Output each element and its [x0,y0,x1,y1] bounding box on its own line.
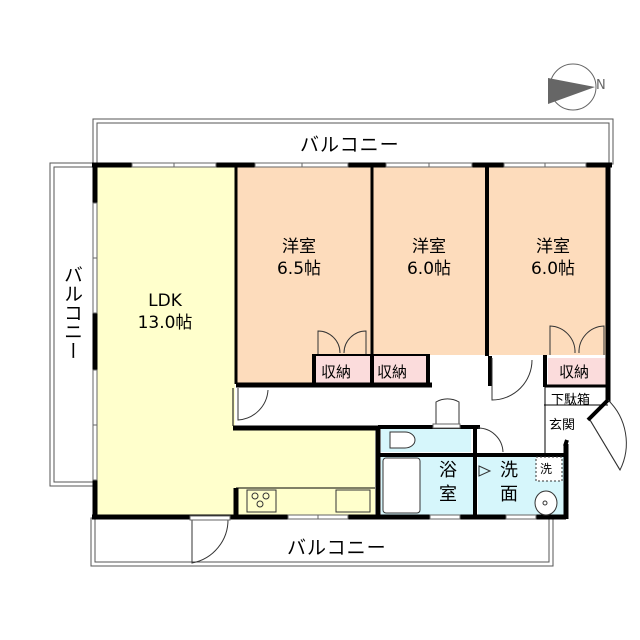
washroom-label-line1: 洗 [500,460,518,481]
washbasin-icon [534,490,558,516]
ldk-label: LDK 13.0帖 [120,290,210,334]
balcony-bottom [90,517,554,567]
western-room-2-name: 洋室 [412,237,446,257]
balcony-left-label: バルコニー [61,265,83,360]
western-room-3 [488,165,608,355]
bath-label: 浴 室 [439,459,457,507]
western-room-3-name: 洋室 [536,237,570,257]
shoe-box-label: 下駄箱 [551,393,591,408]
bath-label-line1: 浴 [439,460,457,481]
balcony-left [49,162,96,487]
western-room-3-label: 洋室 6.0帖 [508,236,598,280]
storage-1 [316,356,370,384]
washer-icon [535,456,563,482]
entrance-label: 玄関 [549,418,576,433]
compass-north-label: N [596,78,606,93]
bath-label-line2: 室 [439,484,457,505]
western-room-1-label: 洋室 6.5帖 [254,236,344,280]
western-room-1 [236,165,371,384]
storage-3-label: 収納 [559,363,590,381]
washroom-label: 洗 面 [500,459,518,507]
balcony-bottom-label: バルコニー [287,537,387,559]
storage-2-label: 収納 [377,363,408,381]
balcony-top-label: バルコニー [300,134,400,156]
western-room-3-size: 6.0帖 [530,259,576,279]
washroom-label-line2: 面 [500,484,518,505]
western-room-1-size: 6.5帖 [276,259,322,279]
storage-1-label: 収納 [321,363,352,381]
ldk-size: 13.0帖 [137,313,193,333]
western-room-2-label: 洋室 6.0帖 [384,236,474,280]
storage-2 [374,356,426,384]
storage-3 [548,358,606,385]
toilet-icon [389,431,416,449]
washer-label: 洗 [540,462,553,476]
western-room-2 [372,165,486,355]
compass-icon [548,63,597,111]
western-room-1-name: 洋室 [282,237,316,257]
western-room-2-size: 6.0帖 [406,259,452,279]
ldk-name: LDK [148,291,182,311]
step-marker-icon [478,465,492,477]
stove-icon [246,489,277,513]
sink-icon [335,489,371,513]
bathtub-icon [382,457,421,514]
